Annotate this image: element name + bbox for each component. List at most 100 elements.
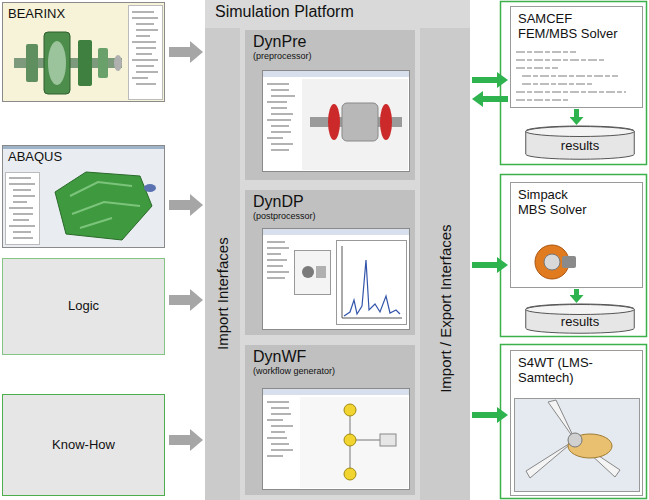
housing — [44, 32, 70, 94]
bearing — [98, 48, 108, 78]
tree-lines — [267, 242, 289, 278]
module-panel-background — [245, 30, 415, 180]
canvas-area — [300, 397, 408, 488]
title-bar — [263, 389, 409, 395]
cylinder-top — [526, 127, 635, 137]
flow-arrow — [472, 77, 497, 83]
flow-arrow — [169, 47, 190, 57]
tree-lines — [267, 402, 293, 456]
solver-box-background — [511, 7, 643, 108]
results-database: results — [525, 126, 635, 160]
box-subtitle: (workflow generator) — [253, 366, 335, 376]
screenshot-frame — [263, 229, 410, 330]
solver-box: Simpack MBS Solver — [510, 182, 643, 288]
input-box: Know-How — [2, 394, 165, 496]
toolbar — [3, 146, 164, 149]
screenshot-frame — [3, 146, 165, 248]
bearing-disc — [328, 104, 340, 140]
abaqus-screenshot — [3, 146, 165, 248]
screenshot-frame — [3, 3, 165, 102]
gear-hub — [544, 254, 560, 270]
title-bar — [263, 229, 409, 235]
module-panel-background — [245, 345, 415, 495]
interface-band: Import Interfaces — [205, 28, 240, 500]
box-subtitle: (postprocessor) — [253, 211, 316, 221]
tool-screenshot-box: ABAQUS — [2, 145, 165, 248]
flow-step — [380, 434, 396, 446]
s4wt-screenshot — [515, 399, 640, 492]
engine-block — [55, 172, 152, 240]
housing — [342, 103, 378, 141]
box-subtitle: (preprocessor) — [253, 51, 312, 61]
gear-shaft — [562, 256, 576, 268]
interface-band: Import / Export Interfaces — [420, 28, 470, 500]
platform-panel: Simulation PlatformImport Interfaces DynP… — [205, 0, 470, 500]
bearinx-screenshot — [3, 3, 165, 102]
box-title: DynWF — [253, 348, 306, 366]
solver-box: S4WT (LMS-Samtech) — [510, 350, 643, 496]
solver-frame — [501, 345, 647, 499]
box-title: Simulation Platform — [215, 3, 354, 21]
screenshot-frame — [263, 71, 410, 172]
flow-arrow — [574, 109, 579, 117]
bearing — [26, 44, 38, 82]
box-title: DynPre — [253, 33, 306, 51]
gear — [48, 41, 66, 85]
model-window — [295, 251, 331, 295]
cylinder-body — [526, 304, 635, 333]
model-icon — [302, 266, 314, 278]
box-title: ABAQUS — [8, 150, 62, 165]
rotor-hub — [568, 433, 582, 447]
band-label: Import Interfaces — [214, 238, 231, 351]
console-lines — [516, 52, 626, 100]
solver-frame — [501, 2, 647, 165]
platform-background — [205, 0, 470, 500]
screenshot-frame — [263, 389, 410, 490]
tree-panel — [129, 6, 163, 100]
tree-lines — [267, 84, 295, 150]
dynpre-screenshot — [263, 71, 410, 172]
box-title: S4WT (LMS-Samtech) — [518, 356, 624, 386]
box-title: DynDP — [253, 193, 304, 211]
plot-window — [337, 241, 407, 325]
module-panel: DynWF(workflow generator) — [245, 345, 415, 495]
dynwf-screenshot — [263, 389, 410, 490]
nacelle — [568, 434, 612, 458]
box-title: BEARINX — [8, 7, 65, 22]
box-title: Know-How — [52, 438, 115, 453]
cylinder-body — [526, 126, 635, 159]
flow-arrow — [472, 412, 497, 418]
plot-curve — [344, 260, 400, 316]
box-title: SAMCEF FEM/MBS Solver — [518, 12, 628, 42]
box-title: Simpack MBS Solver — [518, 188, 594, 218]
tree-panel — [6, 173, 40, 245]
shaft-end — [114, 55, 122, 71]
engine-detail — [70, 182, 140, 228]
flow-step — [344, 434, 356, 446]
bearing — [78, 40, 92, 86]
box-title: Logic — [68, 299, 99, 314]
flow-arrow — [483, 96, 508, 102]
module-panel: DynPre(preprocessor) — [245, 30, 415, 180]
input-box: Logic — [2, 258, 165, 355]
bearing-disc — [380, 104, 392, 140]
screenshot-frame — [515, 399, 640, 492]
flow-step — [344, 404, 356, 416]
module-panel: DynDP(postprocessor) — [245, 190, 415, 335]
box-title: results — [561, 315, 599, 330]
flow-arrow — [169, 200, 190, 210]
axis-icon — [144, 184, 156, 192]
flow-step — [344, 468, 356, 480]
flow-arrow — [472, 262, 497, 268]
flow-arrow — [574, 289, 579, 295]
module-panel-background — [245, 190, 415, 335]
flow-arrow — [169, 295, 190, 305]
solver-box-background — [511, 351, 643, 496]
band-label: Import / Export Interfaces — [436, 225, 453, 393]
plot-axes — [342, 246, 402, 318]
cylinder-top — [526, 305, 635, 315]
flow-arrow — [169, 435, 190, 445]
simpack-icon — [535, 245, 576, 279]
